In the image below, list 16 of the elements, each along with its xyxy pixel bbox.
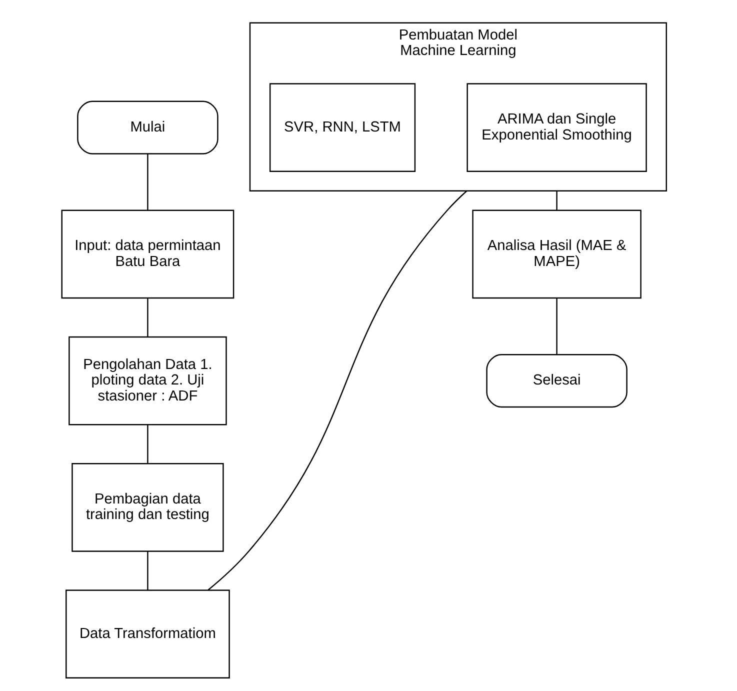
- node-box: Mulai: [76, 100, 218, 154]
- connector: [146, 298, 148, 337]
- connector: [146, 551, 148, 590]
- node-box: Pembagian data training dan testing: [71, 463, 224, 552]
- node-box: Selesai: [486, 354, 627, 408]
- connector: [556, 298, 557, 355]
- connector: [207, 190, 467, 590]
- node-box: Input: data permintaan Batu Bara: [60, 210, 234, 299]
- node-box: SVR, RNN, LSTM: [268, 83, 416, 172]
- node-box: Analisa Hasil (MAE & MAPE): [472, 210, 641, 299]
- node-box: ARIMA dan Single Exponential Smoothing: [466, 83, 646, 172]
- node-box: Pengolahan Data 1. ploting data 2. Uji stasioner : ADF: [68, 336, 226, 426]
- connector: [146, 424, 148, 464]
- connector: [146, 154, 148, 210]
- connector: [556, 190, 557, 210]
- node-box: Data Transformatiom: [65, 590, 230, 678]
